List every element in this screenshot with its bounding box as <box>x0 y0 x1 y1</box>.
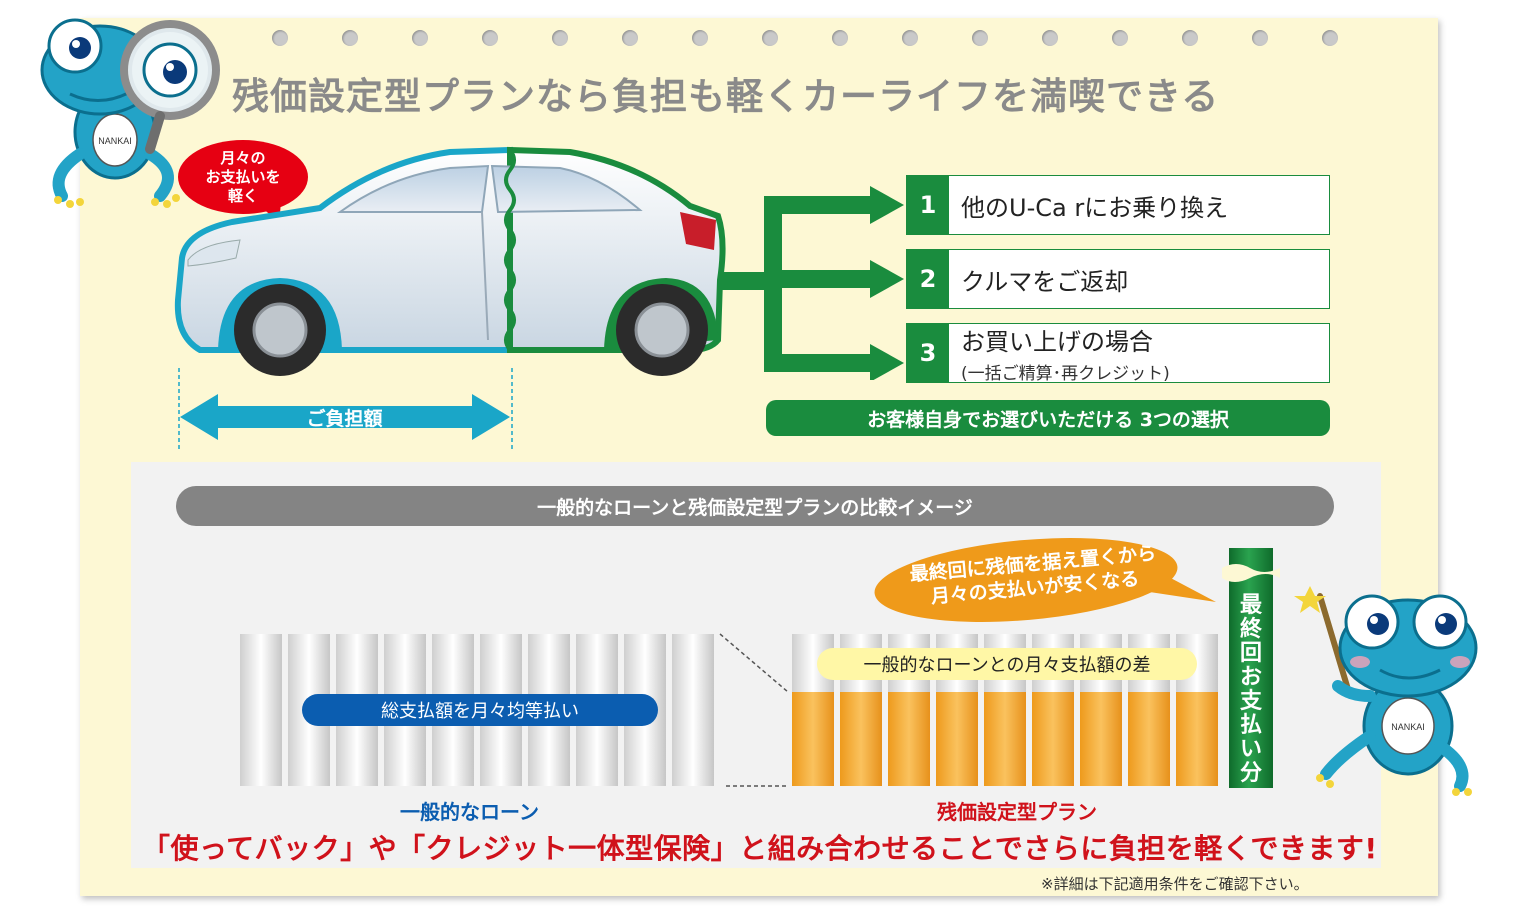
option-switch-car: 1 他のU-Ca rにお乗り換え <box>906 175 1330 235</box>
option-label: お買い上げの場合 <box>961 328 1153 356</box>
residual-plan-label: 残価設定型プラン <box>937 800 1097 824</box>
binder-hole <box>342 30 358 46</box>
final-payment-bar <box>1229 548 1273 788</box>
break-mark <box>1222 564 1280 582</box>
final-payment-char: お <box>1239 665 1262 690</box>
options-arrows <box>720 186 904 380</box>
binder-hole <box>272 30 288 46</box>
binder-hole <box>412 30 428 46</box>
bubble-line: お支払いを <box>205 167 281 186</box>
option-label: 他のU-Ca rにお乗り換え <box>961 193 1229 222</box>
frog-mascot-wand: NANKAI <box>1294 586 1478 796</box>
binder-hole <box>832 30 848 46</box>
loan-label: 一般的なローン <box>400 800 539 824</box>
frog-mascot-magnifier: NANKAI <box>40 18 220 208</box>
monthly-payment-bubble: 月々の お支払いを 軽く <box>178 140 308 227</box>
comparison-title: 一般的なローンと残価設定型プランの比較イメージ <box>176 486 1334 526</box>
binder-hole <box>902 30 918 46</box>
binder-hole <box>552 30 568 46</box>
mascot-badge-text: NANKAI <box>1391 722 1425 732</box>
burden-dimension-arrow <box>178 368 513 450</box>
binder-hole <box>1112 30 1128 46</box>
binder-hole <box>692 30 708 46</box>
option-return-car: 2 クルマをご返却 <box>906 249 1330 309</box>
final-payment-char: 分 <box>1239 761 1262 786</box>
binder-hole <box>622 30 638 46</box>
binder-hole <box>482 30 498 46</box>
car-illustration <box>174 146 726 376</box>
bubble-line: 月々の <box>220 148 266 167</box>
loan-caption: 総支払額を月々均等払い <box>302 694 658 726</box>
option-purchase: 3 お買い上げの場合 (一括ご精算･再クレジット) <box>906 323 1330 384</box>
option-number: 2 <box>907 250 949 308</box>
binder-hole <box>972 30 988 46</box>
binder-hole <box>1322 30 1338 46</box>
final-payment-char: 払 <box>1239 713 1262 738</box>
binder-hole <box>762 30 778 46</box>
difference-caption: 一般的なローンとの月々支払額の差 <box>817 648 1197 680</box>
options-caption: お客様自身でお選びいただける 3つの選択 <box>766 400 1330 436</box>
option-label: クルマをご返却 <box>961 267 1129 296</box>
mascot-badge-text: NANKAI <box>98 136 132 146</box>
binder-hole <box>1182 30 1198 46</box>
option-number: 3 <box>907 324 949 382</box>
binder-hole <box>1042 30 1058 46</box>
final-payment-char: 回 <box>1239 641 1262 666</box>
bubble-line: 軽く <box>227 186 258 205</box>
option-sublabel: (一括ご精算･再クレジット) <box>961 364 1170 384</box>
bottom-message: 「使ってバック」や「クレジット一体型保険」と組み合わせることでさらに負担を軽くで… <box>142 832 1378 865</box>
final-payment-char: 最 <box>1239 593 1262 618</box>
footnote: ※詳細は下記適用条件をご確認下さい。 <box>1041 875 1309 893</box>
binder-hole <box>1252 30 1268 46</box>
page-title: 残価設定型プランなら負担も軽くカーライフを満喫できる <box>232 75 1220 118</box>
final-payment-char: い <box>1239 737 1262 762</box>
option-number: 1 <box>907 176 949 234</box>
residual-bubble <box>874 538 1216 622</box>
burden-label: ご負担額 <box>306 408 383 430</box>
final-payment-char: 終 <box>1239 617 1262 642</box>
final-payment-label: 最 終 回 お 支 払 い 分 <box>1229 594 1273 786</box>
final-payment-char: 支 <box>1239 689 1262 714</box>
